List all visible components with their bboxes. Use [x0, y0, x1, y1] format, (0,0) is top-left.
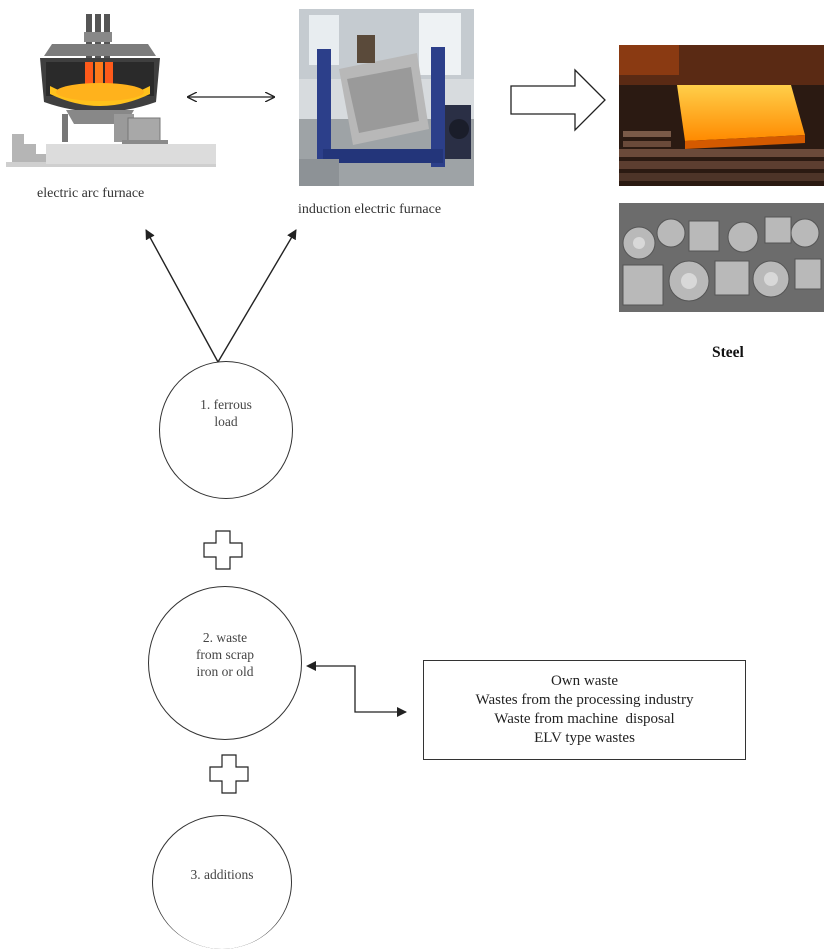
waste-source-item: ELV type wastes [424, 729, 745, 748]
waste-sources-link-arrow [308, 666, 406, 712]
plus-icon [210, 755, 248, 793]
plus-icon [204, 531, 242, 569]
ferrous-load-line1: 1. ferrous [200, 396, 252, 413]
ferrous-load-line2: load [200, 413, 252, 430]
scrap-waste-line3: iron or old [196, 663, 254, 680]
additions-circle: 3. additions [152, 815, 292, 949]
waste-source-item: Own waste [424, 672, 745, 691]
scrap-waste-circle: 2. waste from scrap iron or old [148, 586, 302, 740]
to-steel-block-arrow [511, 70, 605, 130]
waste-source-item: Wastes from the processing industry [424, 691, 745, 710]
scrap-waste-line1: 2. waste [196, 629, 254, 646]
waste-sources-box: Own waste Wastes from the processing ind… [423, 660, 746, 760]
waste-source-item: Waste from machine disposal [424, 710, 745, 729]
additions-label: 3. additions [191, 866, 254, 883]
scrap-waste-line2: from scrap [196, 646, 254, 663]
to-arc-furnace-arrow [146, 230, 218, 362]
to-induction-furnace-arrow [218, 230, 296, 362]
ferrous-load-circle: 1. ferrous load [159, 361, 293, 499]
